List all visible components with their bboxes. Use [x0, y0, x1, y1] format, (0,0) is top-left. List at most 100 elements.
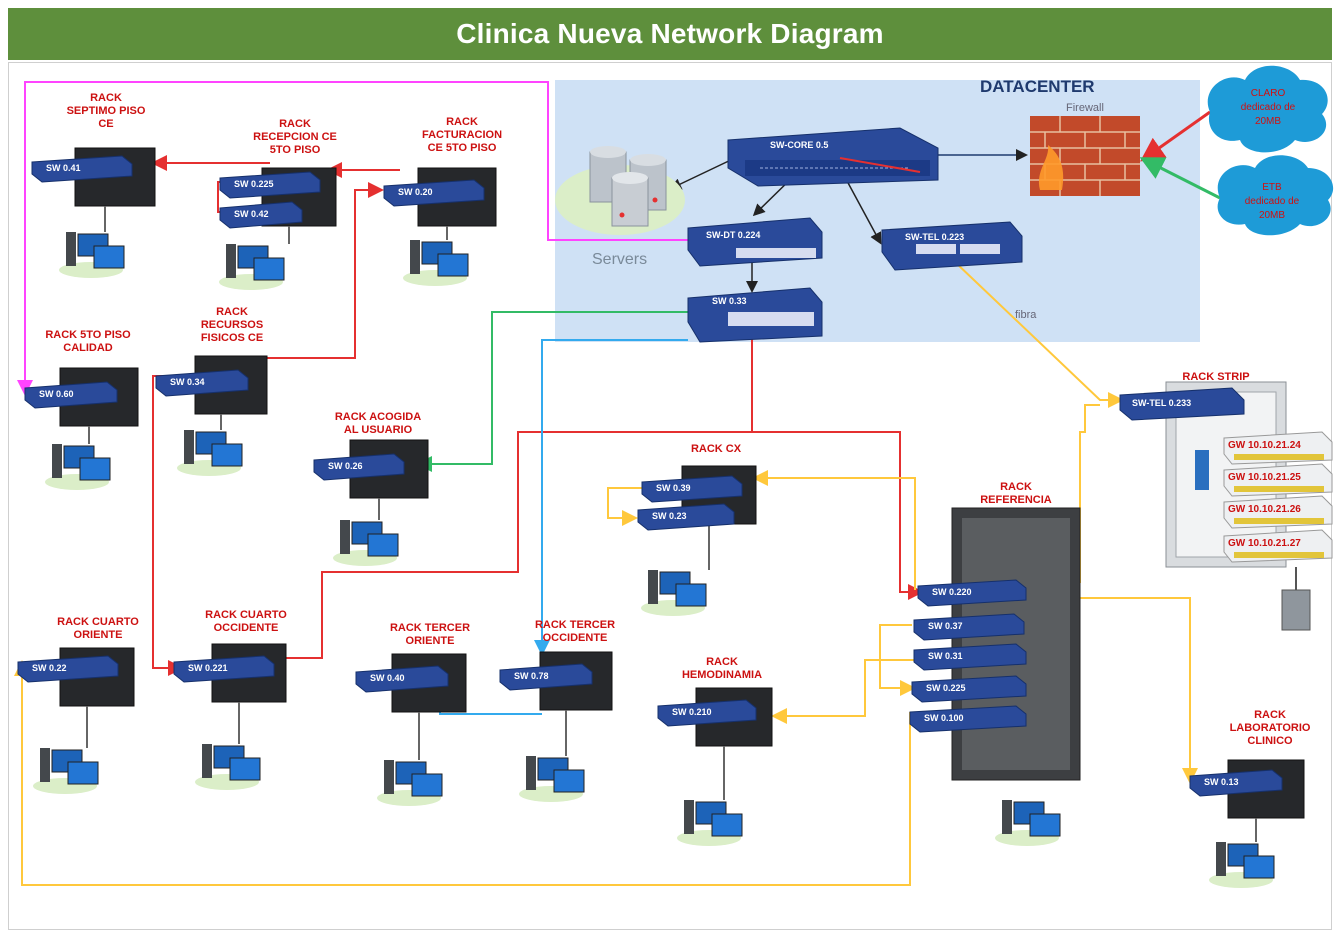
rack-tercer-occidente-switch-0[interactable]: SW 0.78: [499, 663, 593, 691]
rack-recepcion-switch-0[interactable]: SW 0.225: [219, 171, 321, 199]
link-red-sw33-hemo: [751, 336, 924, 600]
rack-cuarto-occidente-label-line: OCCIDENTE: [214, 622, 279, 634]
rack-referencia-pc-icon: [995, 800, 1061, 846]
rack-referencia-switch-4[interactable]: SW 0.100: [909, 705, 1027, 733]
cloud-claro-line2: dedicado de: [1241, 102, 1296, 113]
rack-referencia-switch-0[interactable]: SW 0.220: [917, 579, 1027, 607]
rack-hemodinamia-pc-icon: [677, 800, 743, 846]
rack-cx-switch-0[interactable]: SW 0.39: [641, 475, 743, 503]
rack-strip-label-line: RACK STRIP: [1182, 371, 1249, 383]
rack-recepcion-pc-icon: [219, 244, 285, 290]
rack-laboratorio-label-line: RACK: [1254, 709, 1286, 721]
rack-cx-label-line: RACK CX: [691, 443, 742, 455]
link-red-recursos-facturacion: [230, 182, 384, 359]
rack-hemodinamia-switch-0-label: SW 0.210: [672, 707, 712, 717]
rack-facturacion-pc-icon: [403, 240, 469, 286]
switch-sw33-label: SW 0.33: [712, 296, 747, 306]
link-yellow-ref-hemo: [771, 659, 915, 724]
link-green-sw33-acogida: [416, 311, 688, 472]
rack-laboratorio-switch-0[interactable]: SW 0.13: [1189, 769, 1283, 797]
rack-septimo-label-line: CE: [98, 118, 113, 130]
rack-tercer-oriente-switch-0-label: SW 0.40: [370, 673, 405, 683]
rack-strip: RACK STRIP: [1182, 371, 1249, 383]
rack-laboratorio-switch-0-label: SW 0.13: [1204, 777, 1239, 787]
link-yellow-cx-loop: [607, 487, 648, 526]
rack-recursos-pc-icon: [177, 430, 243, 476]
rack-acogida-label-line: RACK ACOGIDA: [335, 411, 421, 423]
rack-recursos-switch-0[interactable]: SW 0.34: [155, 369, 249, 397]
rack-tercer-oriente-label-line: ORIENTE: [406, 635, 455, 647]
servers-label: Servers: [592, 251, 647, 268]
rack-recepcion-switch-1[interactable]: SW 0.42: [219, 201, 303, 229]
rack-laboratorio-label-line: LABORATORIO: [1230, 722, 1311, 734]
rack-cx-switch-1[interactable]: SW 0.23: [637, 503, 735, 531]
firewall-icon: [1030, 116, 1140, 196]
switch-core-label: SW-CORE 0.5: [770, 140, 828, 150]
strip-gw-2-label: GW 10.10.21.26: [1228, 504, 1301, 515]
rack-acogida-switch-0[interactable]: SW 0.26: [313, 453, 405, 481]
link-etb-firewall: [1139, 157, 1221, 200]
rack-recursos-label-line: FISICOS CE: [201, 332, 263, 344]
rack-calidad-label-line: RACK 5TO PISO: [45, 329, 131, 341]
switch-core[interactable]: SW-CORE 0.5: [727, 127, 939, 187]
link-yellow-ref-cx: [752, 470, 916, 590]
page-title: Clinica Nueva Network Diagram: [8, 8, 1332, 60]
rack-septimo-switch-0[interactable]: SW 0.41: [31, 155, 133, 183]
rack-recursos-switch-0-label: SW 0.34: [170, 377, 205, 387]
rack-calidad-label-line: CALIDAD: [63, 342, 113, 354]
rack-hemodinamia-switch-0[interactable]: SW 0.210: [657, 699, 757, 727]
cloud-etb-line2: dedicado de: [1245, 196, 1300, 207]
link-magenta: [17, 81, 690, 396]
rack-cx-pc-icon: [641, 570, 707, 616]
rack-calidad-switch-0[interactable]: SW 0.60: [24, 381, 118, 409]
rack-referencia-switch-3[interactable]: SW 0.225: [911, 675, 1027, 703]
rack-referencia-switch-4-label: SW 0.100: [924, 713, 964, 723]
strip-gw-1-label: GW 10.10.21.25: [1228, 472, 1301, 483]
switch-dt[interactable]: SW-DT 0.224: [687, 217, 823, 267]
rack-recursos-label-line: RECURSOS: [201, 319, 263, 331]
rack-septimo-label-line: RACK: [90, 92, 122, 104]
rack-referencia-switch-0-label: SW 0.220: [932, 587, 972, 597]
switch-strip[interactable]: SW-TEL 0.233: [1119, 387, 1245, 421]
switch-tel[interactable]: SW-TEL 0.223: [881, 221, 1023, 271]
strip-gw-1[interactable]: GW 10.10.21.25: [1223, 463, 1333, 497]
datacenter-label: DATACENTER: [980, 77, 1095, 96]
cloud-claro-icon: [1207, 65, 1328, 153]
switch-dt-label: SW-DT 0.224: [706, 230, 760, 240]
rack-hemodinamia-label-line: RACK: [706, 656, 738, 668]
rack-cuarto-occidente-switch-0[interactable]: SW 0.221: [173, 655, 275, 683]
cloud-claro-line3: 20MB: [1255, 116, 1281, 127]
rack-tercer-oriente-switch-0[interactable]: SW 0.40: [355, 665, 449, 693]
rack-referencia-label-line: RACK: [1000, 481, 1032, 493]
strip-gw-0[interactable]: GW 10.10.21.24: [1223, 431, 1333, 465]
rack-cuarto-oriente-switch-0[interactable]: SW 0.22: [17, 655, 119, 683]
rack-referencia-switch-2[interactable]: SW 0.31: [913, 643, 1027, 671]
rack-cuarto-oriente-label-line: ORIENTE: [74, 629, 123, 641]
switch-sw33[interactable]: SW 0.33: [687, 287, 823, 343]
diagram-frame: [8, 62, 1332, 930]
rack-acogida-switch-0-label: SW 0.26: [328, 461, 363, 471]
link-cyan-sw33-tercer: [534, 339, 688, 656]
strip-gw-3[interactable]: GW 10.10.21.27: [1223, 529, 1333, 563]
rack-referencia-switch-1[interactable]: SW 0.37: [913, 613, 1025, 641]
rack-recepcion-label-line: 5TO PISO: [270, 144, 321, 156]
rack-facturacion-switch-0[interactable]: SW 0.20: [383, 179, 485, 207]
strip-gw-2[interactable]: GW 10.10.21.26: [1223, 495, 1333, 529]
rack-hemodinamia-label-line: HEMODINAMIA: [682, 669, 762, 681]
rack-referencia-switch-3-label: SW 0.225: [926, 683, 966, 693]
